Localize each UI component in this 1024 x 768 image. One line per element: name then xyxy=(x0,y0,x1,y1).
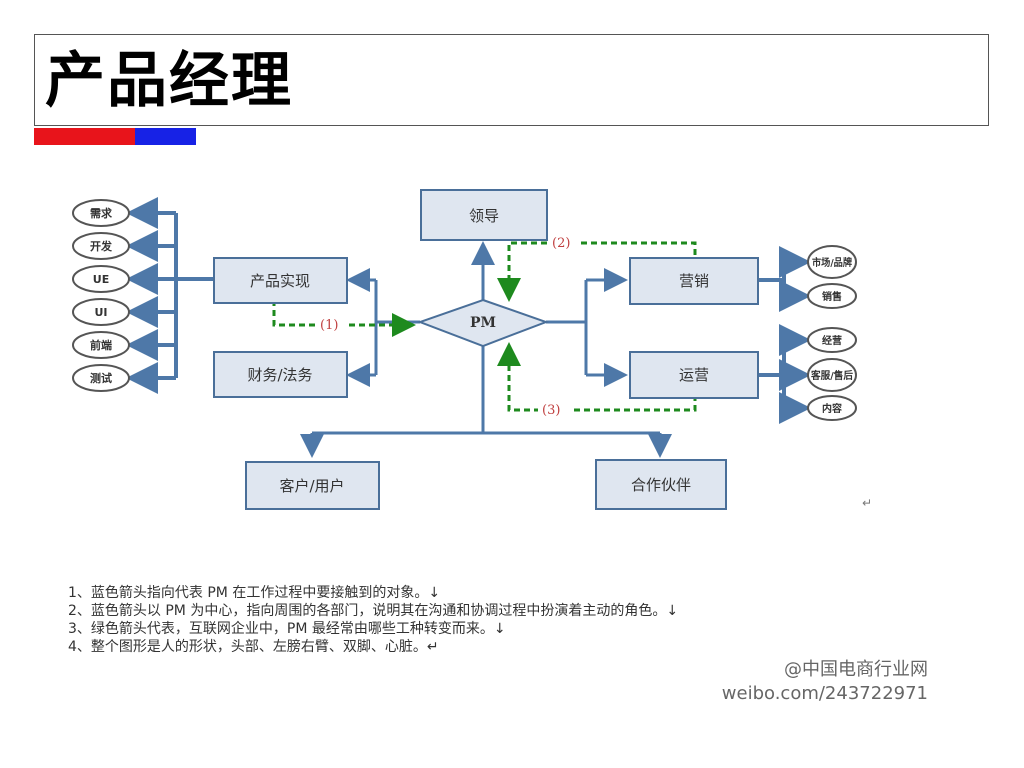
oval-business xyxy=(807,327,857,353)
box-customers-users xyxy=(245,461,380,510)
oval-customer-service xyxy=(807,358,857,392)
box-product-implementation-label: 产品实现 xyxy=(250,272,310,290)
left-box-connectors xyxy=(346,268,420,387)
box-leadership-label: 领导 xyxy=(469,207,499,225)
oval-frontend-label: 前端 xyxy=(90,338,112,352)
oval-ue xyxy=(72,265,130,293)
diagram-boxes: 领导 产品实现 财务/法务 营销 运营 客户/用户 合作伙伴 PM xyxy=(213,189,759,510)
oval-sales-label: 销售 xyxy=(822,290,842,303)
return-mark: ↵ xyxy=(862,496,873,510)
box-finance-legal-label: 财务/法务 xyxy=(247,366,312,384)
box-customers-users-label: 客户/用户 xyxy=(279,477,344,495)
pm-label: PM xyxy=(470,315,496,331)
oval-requirements xyxy=(72,199,130,227)
accent-bar-red xyxy=(34,128,135,145)
note-item: 1、蓝色箭头指向代表 PM 在工作过程中要接触到的对象。↓ xyxy=(68,585,441,601)
box-finance-legal xyxy=(213,351,348,398)
green-label-2: (2) xyxy=(552,236,570,251)
title-box: 产品经理 xyxy=(34,34,989,126)
oval-content xyxy=(807,395,857,421)
vertical-connectors xyxy=(300,241,672,458)
watermark-url: weibo.com/243722971 xyxy=(721,683,928,704)
left-oval-connectors xyxy=(126,197,214,394)
note-item: 2、蓝色箭头以 PM 为中心，指向周围的各部门，说明其在沟通和协调过程中扮演着主… xyxy=(68,603,679,619)
oval-testing-label: 测试 xyxy=(90,371,112,385)
box-marketing-label: 营销 xyxy=(679,272,709,290)
pm-diamond xyxy=(417,298,549,348)
weibo-watermark: @中国电商行业网 weibo.com/243722971 xyxy=(658,658,928,706)
notes-list: 1、蓝色箭头指向代表 PM 在工作过程中要接触到的对象。↓ 2、蓝色箭头以 PM… xyxy=(68,584,928,656)
oval-market-brand xyxy=(807,245,857,279)
green-label-1: (1) xyxy=(320,318,338,333)
box-operations xyxy=(629,351,759,399)
oval-frontend xyxy=(72,331,130,359)
note-item: 3、绿色箭头代表，互联网企业中，PM 最经常由哪些工种转变而来。↓ xyxy=(68,621,506,637)
oval-requirements-label: 需求 xyxy=(90,206,113,220)
box-leadership xyxy=(420,189,548,241)
watermark-handle: @中国电商行业网 xyxy=(784,659,928,680)
oval-development xyxy=(72,232,130,260)
green-dashed-arrows xyxy=(272,241,697,412)
left-ovals: 需求 开发 UE UI 前端 测试 xyxy=(72,199,130,392)
slide-title: 产品经理 xyxy=(45,46,293,116)
oval-market-brand-label: 市场/品牌 xyxy=(812,256,852,269)
box-partners xyxy=(595,459,727,510)
oval-testing xyxy=(72,364,130,392)
box-partners-label: 合作伙伴 xyxy=(631,476,691,494)
oval-development-label: 开发 xyxy=(90,239,113,253)
oval-ue-label: UE xyxy=(93,273,109,286)
right-ovals: 市场/品牌 销售 经营 客服/售后 内容 xyxy=(807,245,857,421)
oval-sales xyxy=(807,283,857,309)
oval-ui xyxy=(72,298,130,326)
right-oval-connectors xyxy=(758,246,811,424)
green-label-3: (3) xyxy=(542,403,560,418)
oval-business-label: 经营 xyxy=(822,334,842,347)
oval-ui-label: UI xyxy=(94,306,107,319)
oval-content-label: 内容 xyxy=(822,402,842,415)
note-item: 4、整个图形是人的形状，头部、左膀右臂、双脚、心脏。↵ xyxy=(68,639,439,655)
box-operations-label: 运营 xyxy=(679,366,709,384)
box-marketing xyxy=(629,257,759,305)
oval-customer-service-label: 客服/售后 xyxy=(810,369,853,382)
right-box-connectors xyxy=(546,268,628,387)
green-labels: (1) (2) (3) xyxy=(316,234,580,418)
box-product-implementation xyxy=(213,257,348,304)
accent-bar-blue xyxy=(135,128,196,145)
